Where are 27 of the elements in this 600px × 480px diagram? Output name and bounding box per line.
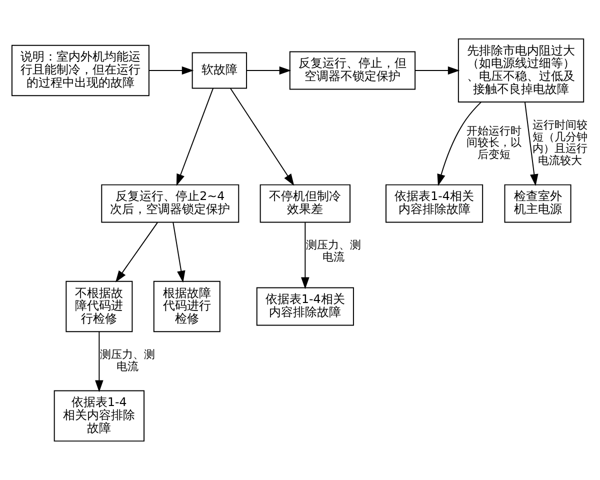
node-box: 不根据故障代码进行检修 <box>66 280 133 332</box>
node-box: 反复运行、停止，但空调器不锁定保护 <box>289 51 416 90</box>
arrow <box>115 222 158 282</box>
edge-label: 测压力、测电流 <box>100 348 155 373</box>
arrow <box>148 66 194 75</box>
node-box: 反复运行、停止2~4次后，空调器锁定保护 <box>101 184 240 223</box>
node-box: 不停机但制冷效果差 <box>260 184 351 223</box>
node-box: 依据表1-4相关内容排除故障 <box>256 287 354 326</box>
arrow <box>437 102 482 186</box>
arrow <box>246 66 292 75</box>
node-box: 软故障 <box>192 52 248 89</box>
arrow <box>172 222 186 283</box>
arrow <box>414 66 460 75</box>
edge-label: 测压力、测电流 <box>306 238 361 264</box>
arrow <box>176 88 214 186</box>
arrow <box>230 88 294 186</box>
edge-label: 开始运行时间较长，以后变短 <box>466 124 522 161</box>
arrow <box>301 222 310 290</box>
node-box: 先排除市电内阻过大（如电源线过细等）、电压不稳、过低及接触不良掉电故障 <box>458 38 584 103</box>
node-box: 检查室外机主电源 <box>504 184 572 223</box>
node-box: 依据表1-4相关内容排除故障 <box>386 184 484 223</box>
edge-label: 运行时间较短（几分钟内）且运行电流较大 <box>532 118 588 167</box>
node-box: 根据故障代码进行检修 <box>153 280 220 332</box>
arrow <box>95 331 104 392</box>
arrow <box>524 102 538 186</box>
node-box: 依据表1-4相关内容排除故障 <box>54 390 145 442</box>
node-box: 说明：室内外机均能运行且能制冷，但在运行的过程中出现的故障 <box>11 44 150 96</box>
